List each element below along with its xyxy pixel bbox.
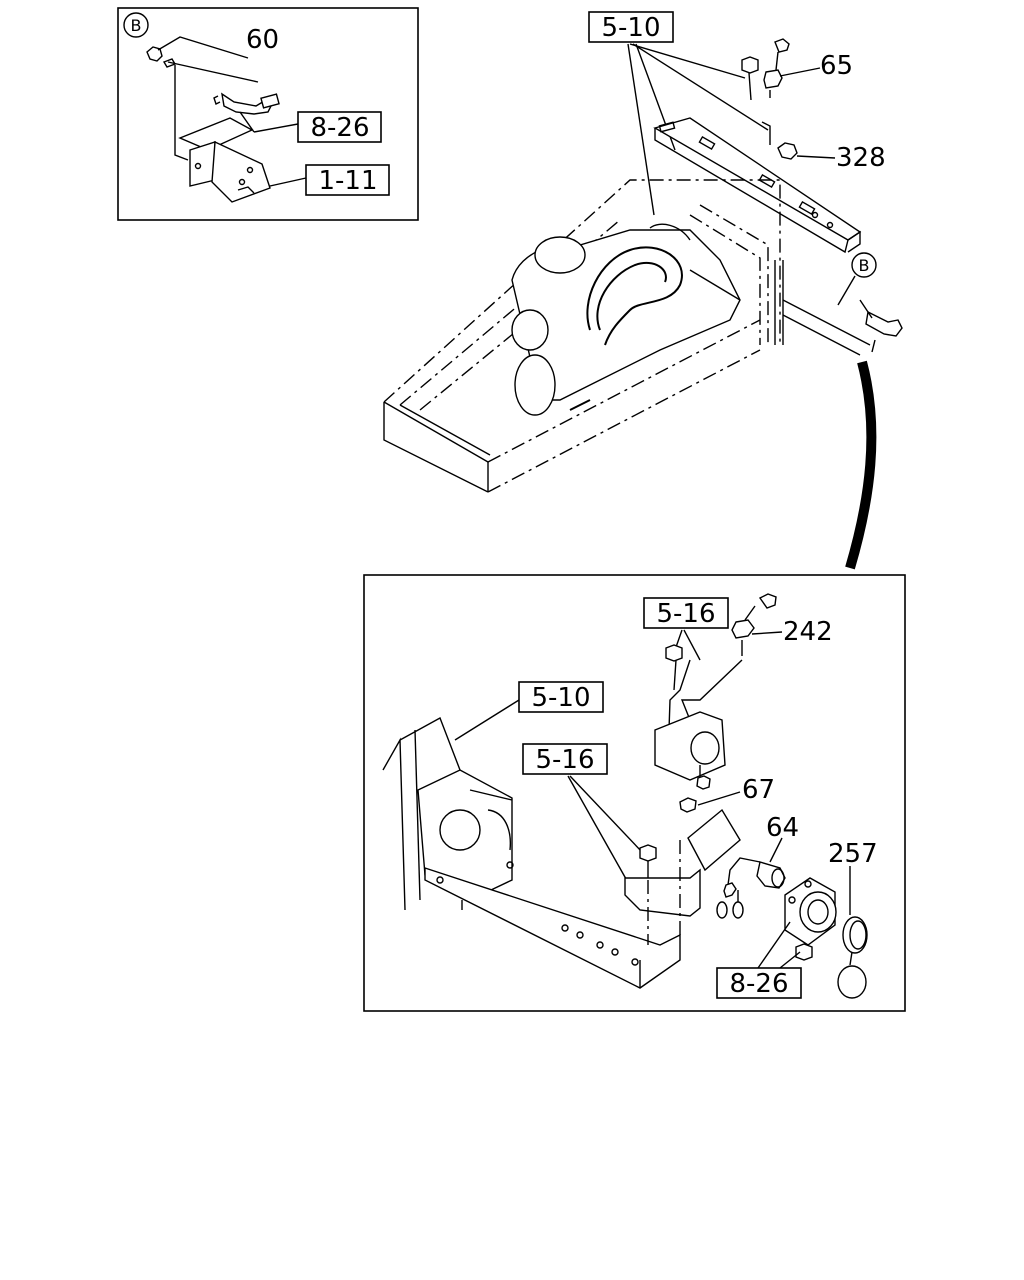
callout-328: 328	[836, 143, 886, 173]
callout-5-10-main: 5-10	[601, 13, 660, 43]
callout-5-10-detail-box	[518, 681, 604, 713]
sensor-64-drawing	[716, 857, 786, 919]
callout-64: 64	[766, 813, 799, 843]
callout-5-16-mid: 5-16	[535, 745, 594, 775]
sensor-65-drawing	[763, 38, 790, 98]
cross-member-drawing	[653, 117, 862, 254]
inset-b-panel: B 60 8-26 1-11	[117, 7, 419, 221]
callout-5-10-detail: 5-10	[531, 683, 590, 713]
nut-drawing	[146, 46, 163, 62]
callout-1-11: 1-11	[318, 166, 377, 196]
callout-5-16-mid-box	[522, 743, 608, 775]
cap-257-drawing	[837, 916, 868, 999]
bolt-5-16-mid-drawing	[639, 844, 657, 862]
callout-67: 67	[742, 775, 775, 805]
plate-drawing	[687, 808, 741, 872]
bolt-8-26-drawing	[795, 943, 813, 961]
callout-65: 65	[820, 51, 853, 81]
callout-8-26: 8-26	[310, 113, 369, 143]
bolt-5-16-top-drawing	[665, 644, 683, 662]
nut-67-drawing	[679, 797, 697, 813]
callout-8-26-box	[297, 111, 382, 143]
detail-panel: 5-16 242 67 5-10	[363, 574, 906, 1012]
callout-242: 242	[783, 617, 833, 647]
callout-5-16-top: 5-16	[656, 599, 715, 629]
frame-sensor-drawing	[859, 299, 903, 353]
main-view-marker: B	[859, 256, 870, 275]
bracket-drawing	[178, 117, 271, 203]
callout-8-26-detail: 8-26	[729, 969, 788, 999]
valve-body-drawing	[654, 711, 726, 790]
detail-leader	[845, 360, 877, 570]
inset-b-view-marker: B	[131, 16, 142, 35]
callout-257: 257	[828, 839, 878, 869]
sensor-242-drawing	[731, 593, 777, 656]
callout-60: 60	[246, 25, 279, 55]
view-marker-circle	[123, 12, 149, 38]
engine-drawing	[511, 223, 741, 416]
sensor-60-drawing	[213, 92, 280, 115]
callout-5-10-main-box	[588, 11, 674, 43]
main-view: 5-10 65 328	[383, 11, 903, 570]
callout-5-16-top-box	[643, 597, 729, 629]
flange-drawing	[784, 877, 837, 946]
frame-bracket-drawing	[382, 717, 701, 989]
bolt-drawing	[741, 56, 759, 101]
nut-328-drawing	[777, 142, 798, 160]
main-view-marker-circle	[851, 252, 877, 278]
callout-8-26-detail-box	[716, 967, 802, 999]
callout-1-11-box	[305, 164, 390, 196]
